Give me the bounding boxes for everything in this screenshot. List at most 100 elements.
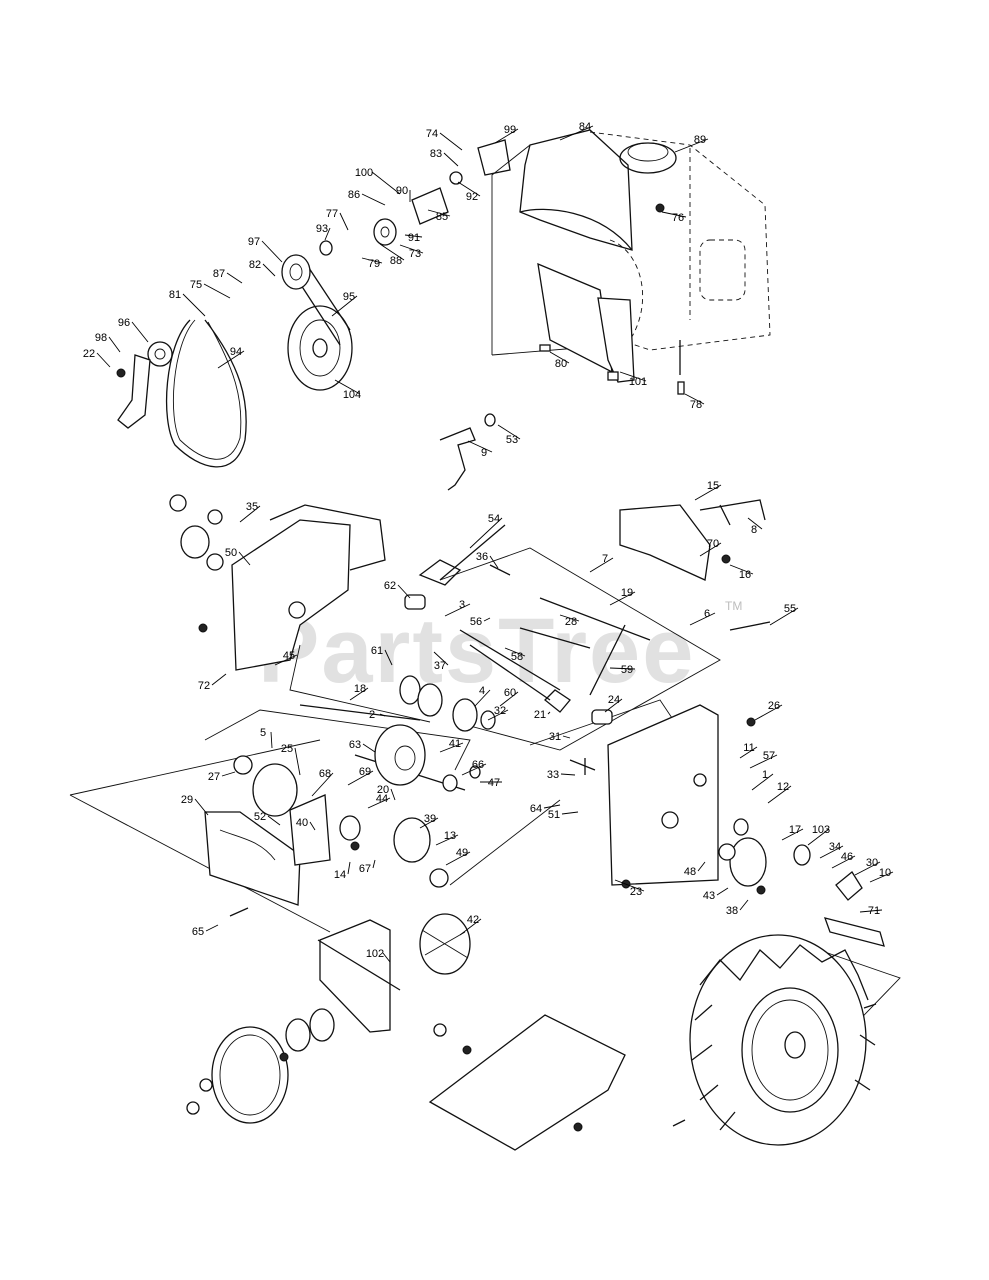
callout-number: 28 — [565, 616, 577, 628]
callout-number: 56 — [470, 616, 482, 628]
callout-number: 65 — [192, 926, 204, 938]
callout-number: 64 — [530, 803, 542, 815]
callout-leader — [547, 711, 551, 715]
callout-leader — [382, 952, 391, 963]
callout-leader — [404, 234, 423, 238]
callout-leader — [604, 698, 623, 713]
callout-leader — [349, 687, 369, 701]
callout-82: 82 — [249, 259, 276, 277]
callout-36: 36 — [476, 551, 499, 569]
callout-leader — [361, 257, 383, 264]
callout-number: 43 — [703, 890, 715, 902]
callout-13: 13 — [435, 830, 459, 846]
callout-84: 84 — [559, 121, 594, 141]
callout-58: 58 — [504, 647, 526, 663]
callout-number: 4 — [479, 685, 485, 697]
callout-7: 7 — [589, 553, 614, 573]
callout-leader — [96, 352, 111, 368]
callout-leader — [494, 128, 519, 144]
callout-number: 48 — [684, 866, 696, 878]
callout-104: 104 — [334, 379, 361, 401]
callout-number: 14 — [334, 869, 346, 881]
callout-number: 80 — [555, 358, 567, 370]
callout-leader — [311, 772, 334, 797]
callout-leader — [435, 834, 459, 846]
callout-number: 39 — [424, 813, 436, 825]
callout-number: 58 — [511, 651, 523, 663]
callout-leader — [238, 551, 251, 566]
callout-52: 52 — [254, 811, 281, 826]
callout-number: 15 — [707, 480, 719, 492]
callout-87: 87 — [213, 268, 243, 284]
callout-27: 27 — [208, 771, 236, 783]
callout-34: 34 — [819, 841, 844, 859]
callout-leader — [549, 351, 570, 364]
callout-leader — [379, 243, 405, 261]
engine-assembly — [519, 129, 771, 383]
callout-76: 76 — [661, 211, 687, 224]
callout-leader — [367, 797, 391, 809]
callout-leader — [739, 899, 749, 911]
callout-number: 103 — [812, 824, 830, 836]
callout-number: 86 — [348, 189, 360, 201]
callout-leader — [619, 371, 647, 382]
callout-number: 71 — [868, 905, 880, 917]
callout-9: 9 — [467, 440, 493, 459]
callout-number: 10 — [879, 867, 891, 879]
callout-number: 12 — [777, 781, 789, 793]
callout-number: 54 — [488, 513, 500, 525]
callout-71: 71 — [859, 905, 883, 917]
callout-leader — [361, 193, 386, 206]
callout-number: 94 — [230, 346, 242, 358]
callout-leader — [474, 689, 491, 707]
callout-92: 92 — [457, 181, 481, 203]
callout-number: 33 — [547, 769, 559, 781]
callout-102: 102 — [366, 948, 391, 963]
callout-75: 75 — [190, 279, 231, 299]
callout-48: 48 — [684, 861, 706, 878]
callout-number: 6 — [704, 608, 710, 620]
callout-leader — [384, 649, 393, 666]
callout-leader — [543, 804, 561, 809]
callout-leader — [561, 811, 579, 815]
callout-number: 40 — [296, 817, 308, 829]
pulley-65 — [186, 1026, 289, 1124]
callout-69: 69 — [347, 766, 374, 786]
callout-leader — [427, 209, 451, 217]
callout-number: 34 — [829, 841, 841, 853]
callout-91: 91 — [404, 232, 423, 244]
callout-leader — [194, 798, 209, 816]
callout-25: 25 — [281, 743, 301, 776]
callout-93: 93 — [316, 223, 331, 241]
callout-number: 51 — [548, 809, 560, 821]
callout-number: 21 — [534, 709, 546, 721]
callout-33: 33 — [547, 769, 576, 781]
callout-number: 11 — [743, 742, 754, 754]
callout-number: 41 — [449, 738, 461, 750]
callout-number: 37 — [434, 660, 446, 672]
callout-96: 96 — [118, 317, 149, 343]
callout-20: 20 — [377, 784, 396, 801]
callout-number: 18 — [354, 683, 366, 695]
callout-leader — [261, 240, 283, 263]
callout-19: 19 — [609, 587, 636, 606]
callout-number: 82 — [249, 259, 261, 271]
callout-leader — [347, 861, 351, 875]
callout-leader — [334, 379, 361, 395]
callout-42: 42 — [459, 914, 482, 936]
callout-leader — [397, 584, 411, 599]
left-frame-plate — [169, 494, 386, 671]
hardware — [116, 344, 877, 1132]
callout-31: 31 — [549, 731, 571, 743]
callout-leader — [504, 647, 526, 657]
callout-number: 53 — [506, 434, 518, 446]
callout-leader — [433, 651, 449, 666]
callout-62: 62 — [384, 580, 411, 599]
callout-38: 38 — [726, 899, 749, 917]
callout-53: 53 — [497, 424, 521, 446]
callout-number: 35 — [246, 501, 258, 513]
callout-leader — [445, 851, 471, 866]
callout-number: 19 — [621, 587, 633, 599]
callout-number: 76 — [672, 212, 684, 224]
callout-leader — [754, 704, 783, 721]
